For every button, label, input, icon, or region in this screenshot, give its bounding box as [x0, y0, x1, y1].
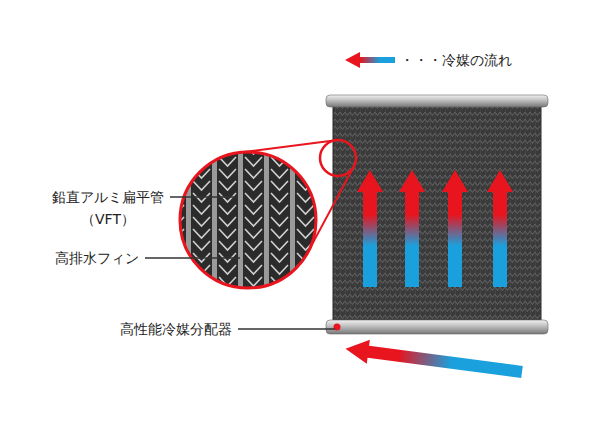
core-outline: [333, 104, 541, 322]
magnifier-ring: [180, 152, 316, 288]
inlet-arrow-group: [344, 337, 524, 384]
flow-arrow: [442, 170, 468, 287]
inlet-arrow: [344, 337, 524, 384]
magnifier-line: [239, 140, 335, 152]
magnifier: [180, 140, 356, 288]
flow-arrow: [487, 170, 513, 287]
part-label: 高排水フィン: [55, 247, 139, 269]
leader-line: [145, 257, 240, 259]
legend-text: ・・・冷媒の流れ: [400, 49, 512, 71]
legend-arrow: [345, 52, 395, 68]
flow-arrows: [357, 170, 513, 287]
magnified-fins: [180, 152, 316, 288]
bottom-header: [326, 320, 548, 334]
fin-core: [333, 104, 541, 322]
flow-arrow: [357, 170, 383, 287]
part-label: 鉛直アルミ扁平管 （VFT）: [48, 186, 168, 230]
part-label: 高性能冷媒分配器: [120, 318, 232, 340]
leader-line: [238, 328, 335, 330]
leader-line: [170, 196, 238, 198]
leader-lines: [145, 197, 335, 329]
flow-arrow: [399, 170, 425, 287]
top-header: [326, 95, 548, 107]
magnifier-line: [308, 167, 354, 253]
